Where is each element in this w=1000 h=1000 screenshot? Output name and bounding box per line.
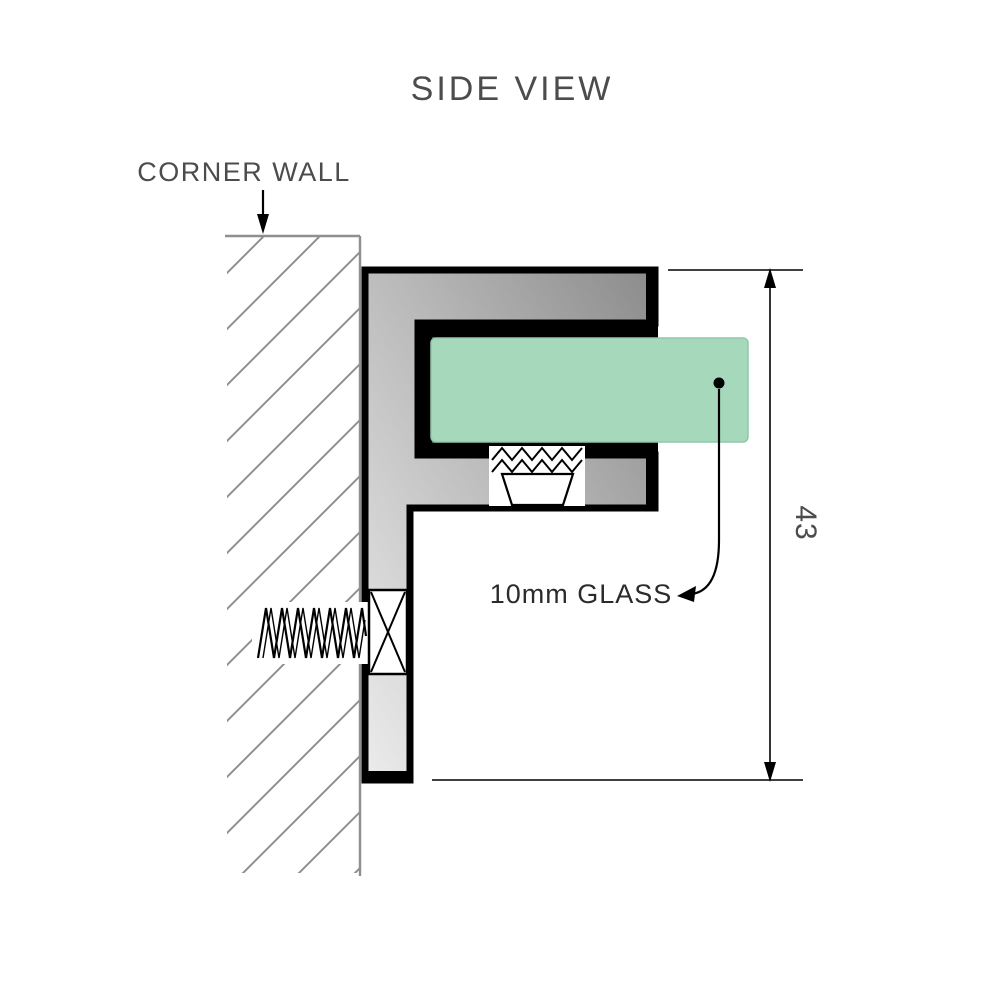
screw-head-cross-2 bbox=[370, 591, 406, 673]
dimension-value: 43 bbox=[789, 505, 822, 540]
gasket-serration-top bbox=[491, 446, 583, 462]
glass-panel bbox=[430, 337, 749, 443]
glass-label: 10mm GLASS bbox=[490, 579, 673, 609]
height-dimension: 43 bbox=[432, 268, 822, 782]
corner-wall-label: CORNER WALL bbox=[137, 157, 351, 187]
glass-leader bbox=[677, 377, 725, 602]
glass-leader-line bbox=[691, 389, 721, 596]
bottom-arm-end-cap bbox=[646, 449, 658, 510]
corner-wall-leader bbox=[257, 190, 269, 234]
glass-leader-dot bbox=[713, 377, 725, 389]
gasket bbox=[489, 446, 585, 507]
gasket-serration-bottom bbox=[491, 458, 583, 474]
drawing-title: SIDE VIEW bbox=[411, 70, 614, 108]
spine-end-cap bbox=[362, 771, 413, 783]
down-arrow-icon bbox=[257, 214, 269, 234]
dimension-arrow-up-icon bbox=[764, 268, 776, 288]
wall bbox=[225, 234, 362, 876]
wall-hatching bbox=[227, 237, 359, 873]
screw-thread-coil bbox=[262, 607, 366, 659]
screw bbox=[252, 588, 409, 676]
dimension-arrow-down-icon bbox=[764, 762, 776, 782]
top-arm-end-cap bbox=[646, 267, 658, 335]
left-arrow-icon bbox=[677, 586, 696, 602]
gasket-cup bbox=[500, 472, 575, 507]
